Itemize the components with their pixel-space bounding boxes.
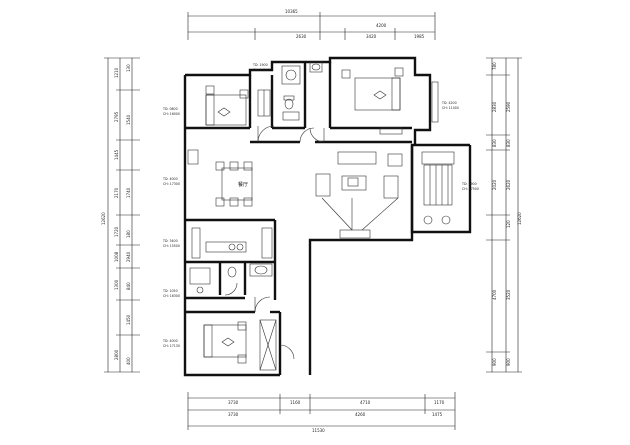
kitchen-note-0: TD: 3400 <box>162 239 178 243</box>
bottom-dimensions <box>187 392 456 430</box>
bath-2-note-1: CH: 16300 <box>163 294 180 298</box>
bathroom-2 <box>189 263 273 294</box>
dim-bottom-r2-2: 1475 <box>432 412 443 417</box>
kitchen-note-1: CH: 15500 <box>163 244 180 248</box>
dim-left-seg-4: 1720 <box>114 226 119 237</box>
bathroom-1 <box>281 61 323 121</box>
dim-left-seg-0: 1210 <box>114 67 119 78</box>
top-dimensions <box>187 12 436 40</box>
dim-top-b: 3420 <box>366 34 377 39</box>
dining-label: 餐厅 <box>238 181 248 188</box>
right-dimensions <box>486 57 522 373</box>
dim-bottom-r1-2: 4710 <box>360 400 371 405</box>
dim-left-seg-7: 2800 <box>114 349 119 360</box>
dim-bottom-r2-0: 3730 <box>228 412 239 417</box>
dim-left-inner-0: 130 <box>126 64 131 72</box>
dim-left-inner-3: 180 <box>126 230 131 238</box>
dim-left-inner-1: 1540 <box>126 114 131 125</box>
dim-right-seg-4: 4700 <box>492 289 497 300</box>
dim-left-inner-4: 2940 <box>126 251 131 262</box>
living-room <box>315 151 403 239</box>
dim-top-c: 1985 <box>414 34 425 39</box>
balcony-note-1: CH: 17500 <box>462 187 479 191</box>
dim-right-seg-2: 830 <box>492 139 497 147</box>
dim-right-inner-0: 2590 <box>506 101 511 112</box>
dining-note-0: TD: 4000 <box>162 177 178 181</box>
dim-right-seg-0: 780 <box>492 62 497 70</box>
dim-right-seg-1: 2830 <box>492 101 497 112</box>
bedroom-2-note-0: TD: 4200 <box>441 101 457 105</box>
dim-left-seg-1: 2795 <box>114 111 119 122</box>
dim-right-inner-2: 2620 <box>506 179 511 190</box>
bedroom-3 <box>203 319 277 371</box>
dim-left-seg-6: 1300 <box>114 279 119 290</box>
dim-right-inner-3: 120 <box>506 220 511 228</box>
balcony <box>421 151 455 225</box>
bedroom-3-note-1: CH: 17130 <box>163 344 180 348</box>
dim-left-seg-3: 2170 <box>114 187 119 198</box>
top-mid-note-1: CH: 14140 <box>253 68 270 72</box>
dim-right-seg-5: 900 <box>492 358 497 366</box>
dim-left-total: 12620 <box>101 212 106 225</box>
left-dimensions <box>104 57 140 373</box>
kitchen <box>191 227 273 259</box>
dining-area <box>187 149 253 207</box>
dim-left-seg-2: 1445 <box>114 149 119 160</box>
dim-top-total: 10365 <box>285 9 298 14</box>
walls <box>183 56 472 377</box>
bath-2-note-0: TD: 1050 <box>162 289 178 293</box>
dim-right-inner-5: 900 <box>506 358 511 366</box>
bedroom-2 <box>341 67 439 135</box>
dim-left-inner-2: 1740 <box>126 187 131 198</box>
dining-note-1: CH: 17300 <box>163 182 180 186</box>
doors <box>224 125 325 360</box>
bedroom-2-note-1: CH: 11000 <box>442 106 459 110</box>
bedroom-1-note-0: TD: 0800 <box>162 107 178 111</box>
dim-bottom-total: 11530 <box>312 428 325 433</box>
dim-bottom-r1-0: 3730 <box>228 400 239 405</box>
dim-left-inner-7: 400 <box>126 357 131 365</box>
dim-bottom-r2-1: 4260 <box>355 412 366 417</box>
dim-bottom-r1-3: 1170 <box>434 400 445 405</box>
dim-right-inner-1: 830 <box>506 139 511 147</box>
dim-top-right-span: 4200 <box>376 23 387 28</box>
dim-right-seg-3: 2020 <box>492 179 497 190</box>
dim-top-a: 2630 <box>296 34 307 39</box>
dim-bottom-r1-1: 1160 <box>290 400 301 405</box>
bedroom-1 <box>205 85 271 126</box>
dim-left-inner-5: 840 <box>126 282 131 290</box>
dim-left-seg-5: 1008 <box>114 251 119 262</box>
dim-right-total: 12620 <box>517 212 522 225</box>
bedroom-3-note-0: TD: 4000 <box>162 339 178 343</box>
top-mid-note-0: TD: 1900 <box>252 63 268 67</box>
bedroom-1-note-1: CH: 16000 <box>163 112 180 116</box>
balcony-note-0: TD: 5900 <box>461 182 477 186</box>
dim-right-inner-4: 3520 <box>506 289 511 300</box>
dim-left-inner-6: 1450 <box>126 314 131 325</box>
